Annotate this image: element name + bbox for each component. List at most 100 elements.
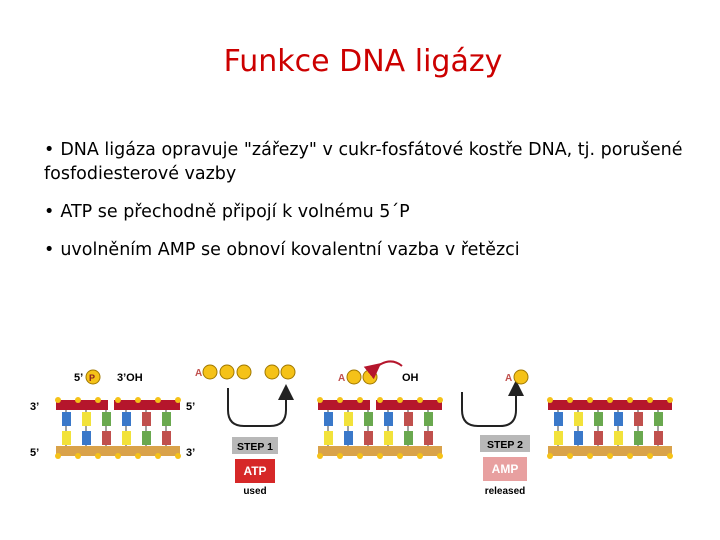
phosphate-dot bbox=[567, 397, 573, 403]
backbone-top bbox=[318, 400, 370, 410]
phosphate-dot bbox=[437, 397, 443, 403]
phosphate-letter: P bbox=[89, 373, 95, 383]
base bbox=[424, 412, 433, 426]
label-3oh: 3’OH bbox=[117, 372, 143, 384]
phosphate-dot bbox=[437, 453, 443, 459]
phosphate-dot bbox=[357, 397, 363, 403]
bullet-item: •uvolněním AMP se obnoví kovalentní vazb… bbox=[44, 240, 520, 260]
base bbox=[634, 412, 643, 426]
step2-caption: released bbox=[485, 486, 526, 497]
base bbox=[384, 412, 393, 426]
phosphate-dot bbox=[667, 453, 673, 459]
base bbox=[614, 412, 623, 426]
step1-arrow bbox=[227, 384, 294, 427]
base bbox=[404, 431, 413, 445]
phosphate-dot bbox=[317, 397, 323, 403]
base bbox=[102, 412, 111, 426]
bullet-item: •ATP se přechodně připojí k volnému 5´P bbox=[44, 202, 410, 222]
base bbox=[122, 412, 131, 426]
base bbox=[82, 431, 91, 445]
base bbox=[574, 412, 583, 426]
amp-badge-label: AMP bbox=[492, 462, 519, 476]
phosphate-dot bbox=[397, 453, 403, 459]
bullet-item: •DNA ligáza opravuje "zářezy" v cukr-fos… bbox=[44, 140, 683, 184]
amp-badge bbox=[483, 457, 527, 481]
backbone-top bbox=[114, 400, 180, 410]
phosphate-dot bbox=[337, 453, 343, 459]
step2-label: STEP 2 bbox=[487, 439, 523, 451]
atp-badge-label: ATP bbox=[243, 464, 266, 478]
label-5prime: 5’ bbox=[74, 372, 83, 384]
phosphate-dot bbox=[75, 397, 81, 403]
phosphate-dot bbox=[547, 397, 553, 403]
base bbox=[344, 412, 353, 426]
phosphate-dot bbox=[607, 453, 613, 459]
backbone-top bbox=[376, 400, 442, 410]
base bbox=[344, 431, 353, 445]
phosphate-dot bbox=[115, 453, 121, 459]
step1-box bbox=[232, 437, 278, 454]
phosphate-dot bbox=[55, 397, 61, 403]
phosphate-dot bbox=[587, 397, 593, 403]
base bbox=[62, 431, 71, 445]
base bbox=[364, 412, 373, 426]
step2-box bbox=[480, 435, 530, 452]
base bbox=[324, 412, 333, 426]
phosphate-dot bbox=[95, 453, 101, 459]
label-strand-3prime: 3’ bbox=[30, 401, 39, 413]
phosphate-dot bbox=[95, 397, 101, 403]
label-oh: OH bbox=[402, 372, 419, 384]
phosphate-dot bbox=[417, 453, 423, 459]
base bbox=[424, 431, 433, 445]
backbone-top bbox=[548, 400, 672, 410]
dna-sealed bbox=[547, 397, 673, 459]
dna-adenylated bbox=[317, 397, 443, 459]
phosphate-dot bbox=[587, 453, 593, 459]
adenine-letter: A bbox=[195, 368, 202, 379]
phosphate-icon bbox=[362, 369, 378, 385]
label-right-3prime: 3’ bbox=[186, 447, 195, 459]
backbone-bottom bbox=[548, 446, 672, 456]
base bbox=[324, 431, 333, 445]
phosphate-dot bbox=[567, 453, 573, 459]
bullet-list: •DNA ligáza opravuje "zářezy" v cukr-fos… bbox=[44, 138, 684, 276]
bullet-dot: • bbox=[44, 202, 55, 222]
phosphate-dot bbox=[397, 397, 403, 403]
base bbox=[404, 412, 413, 426]
base bbox=[554, 431, 563, 445]
label-right-5prime: 5’ bbox=[186, 401, 195, 413]
base bbox=[364, 431, 373, 445]
atp-phosphates bbox=[202, 364, 296, 380]
base bbox=[122, 431, 131, 445]
step1-caption: used bbox=[243, 486, 266, 497]
phosphate-dot bbox=[377, 453, 383, 459]
bullet-dot: • bbox=[44, 140, 55, 160]
label-strand-5prime: 5’ bbox=[30, 447, 39, 459]
base bbox=[574, 431, 583, 445]
phosphate-dot bbox=[175, 397, 181, 403]
phosphate-dot bbox=[155, 397, 161, 403]
base bbox=[142, 412, 151, 426]
phosphate-dot bbox=[135, 453, 141, 459]
phosphate-dot bbox=[357, 453, 363, 459]
step2-arrow bbox=[461, 380, 524, 427]
base bbox=[102, 431, 111, 445]
base bbox=[162, 431, 171, 445]
phosphate-icon bbox=[346, 369, 362, 385]
phosphate-dot bbox=[175, 453, 181, 459]
base bbox=[82, 412, 91, 426]
phosphate-dot bbox=[627, 397, 633, 403]
phosphate-dot bbox=[627, 453, 633, 459]
attack-arrow bbox=[363, 360, 403, 380]
adenine-letter: A bbox=[505, 373, 512, 384]
phosphate-dot bbox=[75, 453, 81, 459]
phosphate-dot bbox=[337, 397, 343, 403]
bullet-dot: • bbox=[44, 240, 55, 260]
dna-nicked bbox=[55, 397, 181, 459]
step1-label: STEP 1 bbox=[237, 441, 273, 453]
base bbox=[554, 412, 563, 426]
base bbox=[614, 431, 623, 445]
phosphate-dot bbox=[647, 397, 653, 403]
phosphate-dot bbox=[667, 397, 673, 403]
backbone-bottom bbox=[318, 446, 442, 456]
